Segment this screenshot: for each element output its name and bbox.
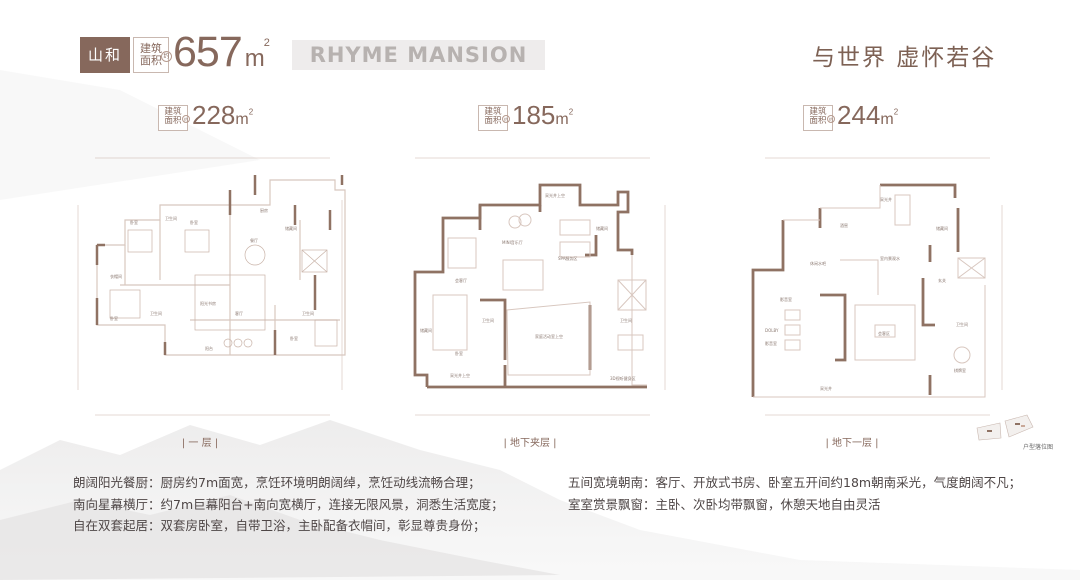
brand-badge: 山和 xyxy=(80,37,130,73)
room-label: 储藏间 xyxy=(420,327,432,333)
room-label: 储藏间 xyxy=(936,225,948,231)
room-label: 卧室 xyxy=(190,219,198,225)
floor-area-value: 244 xyxy=(837,100,881,130)
slogan: 与世界 虚怀若谷 xyxy=(812,45,997,71)
room-label: 采光井上空 xyxy=(545,192,565,198)
location-map-label: 户型落位图 xyxy=(1023,444,1054,451)
room-label: SPA服务区 xyxy=(558,255,577,261)
area-label-line1: 建筑 xyxy=(809,107,827,117)
approx-badge: 约 xyxy=(502,115,510,123)
total-area-unit: m xyxy=(244,45,265,72)
description-right-2: 室室赏景飘窗：主卧、次卧均带飘窗，休憩天地自由灵活 xyxy=(568,497,881,512)
room-label: 休闲水吧 xyxy=(810,260,826,266)
room-label: 储藏间 xyxy=(285,225,297,231)
floor-label-basement-1: | 地下一层 | xyxy=(825,438,879,449)
area-label-line2: 面积 xyxy=(809,116,827,127)
area-label-line1: 建筑 xyxy=(484,107,502,117)
room-label: 卧室 xyxy=(455,350,463,356)
floor-plan-basement-mezzanine: 采光井上空 MINI音乐厅 SPA服务区 储藏间 会客厅 卫生间 卧室 储藏间 … xyxy=(413,157,666,416)
area-label-line2: 面积 xyxy=(140,54,162,68)
room-label: 棋牌室 xyxy=(954,367,966,373)
room-label: 3D视听健身区 xyxy=(610,375,636,381)
room-label: 卫生间 xyxy=(482,317,494,323)
room-labels: 卧室 卫生间 卧室 厨房 餐厅 衣帽间 储藏间 卧室 卫生间 阳光书房 客厅 阳… xyxy=(110,207,314,351)
floor-label-mezzanine: | 地下夹层 | xyxy=(503,438,557,449)
room-label: 厨房 xyxy=(260,207,268,213)
floor-label-ground: | 一 层 | xyxy=(181,438,219,449)
room-label: 家庭活动室上空 xyxy=(535,333,563,339)
description-left-3: 自在双套起居：双套房卧室，自带卫浴，主卧配备衣帽间，彰显尊贵身份； xyxy=(73,518,486,533)
floor-plan-ground-floor: 卧室 卫生间 卧室 厨房 餐厅 衣帽间 储藏间 卧室 卫生间 阳光书房 客厅 阳… xyxy=(77,157,346,416)
room-label: 储藏间 xyxy=(596,225,608,231)
room-label: 采光井上空 xyxy=(450,372,470,378)
room-label: 采光井 xyxy=(820,385,832,391)
area-label-line1: 建筑 xyxy=(140,42,162,55)
room-label: 影音室 xyxy=(780,296,792,302)
room-label: 卫生间 xyxy=(956,321,968,327)
area-label-line2: 面积 xyxy=(484,116,502,127)
room-label: 卫生间 xyxy=(165,215,177,221)
description-right-1: 五间宽境朝南：客厅、开放式书房、卧室五开间约18m朝南采光，气度朗阔不凡； xyxy=(568,475,1022,490)
approx-badge: 约 xyxy=(182,115,190,123)
room-label: 餐厅 xyxy=(250,237,258,243)
room-label: 卧室 xyxy=(290,335,298,341)
description-left-1: 朗阔阳光餐厨：厨房约7m面宽，烹饪环境明朗阔绰，烹饪动线流畅合理； xyxy=(73,475,481,490)
approx-badge: 约 xyxy=(161,51,172,62)
floor-area-text: 228m2 xyxy=(192,100,253,131)
room-label: 会客厅 xyxy=(455,277,467,283)
room-label: 阳台 xyxy=(205,345,213,351)
floor-area-unit: m xyxy=(880,111,894,128)
room-label: 卧室 xyxy=(130,219,138,225)
room-label: 衣帽间 xyxy=(110,273,122,279)
floor-area-value: 228 xyxy=(192,100,236,130)
area-label-line1: 建筑 xyxy=(164,107,182,117)
room-label: 卫生间 xyxy=(150,310,162,316)
room-label: 酒窖 xyxy=(840,222,848,228)
room-label: DOLBY xyxy=(765,328,779,333)
floor-area-text: 244m2 xyxy=(837,100,898,131)
english-title: RHYME MANSION xyxy=(292,40,545,70)
floor-plan-basement-1: 采光井 酒窖 储藏间 室内景观水 休闲水吧 玄关 影音室 DOLBY 影音室 会… xyxy=(751,157,1003,416)
room-label: 会客区 xyxy=(878,330,890,336)
floor-area-unit-sup: 2 xyxy=(248,107,254,117)
room-labels: 采光井上空 MINI音乐厅 SPA服务区 储藏间 会客厅 卫生间 卧室 储藏间 … xyxy=(420,192,636,381)
total-area-unit-sup: 2 xyxy=(263,37,270,49)
floor-area-unit-sup: 2 xyxy=(568,107,574,117)
room-label: 采光井 xyxy=(880,196,892,202)
room-labels: 采光井 酒窖 储藏间 室内景观水 休闲水吧 玄关 影音室 DOLBY 影音室 会… xyxy=(765,196,968,391)
approx-badge: 约 xyxy=(827,115,835,123)
floor-area-unit-sup: 2 xyxy=(893,107,899,117)
room-label: 影音室 xyxy=(765,340,777,346)
description-left-2: 南向星幕横厅：约7m巨幕阳台+南向宽横厅，连接无限风景，洞悉生活宽度； xyxy=(73,497,504,512)
room-label: MINI音乐厅 xyxy=(502,239,523,245)
total-area-value: 657 xyxy=(173,28,243,76)
location-map-icon xyxy=(976,414,1034,441)
room-label: 玄关 xyxy=(938,277,946,283)
room-label: 卧室 xyxy=(110,315,118,321)
room-label: 卫生间 xyxy=(302,310,314,316)
room-label: 阳光书房 xyxy=(200,300,216,306)
room-label: 客厅 xyxy=(235,310,243,316)
room-label: 卫生间 xyxy=(620,317,632,323)
area-label-line2: 面积 xyxy=(164,116,182,127)
floor-area-unit: m xyxy=(235,111,249,128)
room-label: 室内景观水 xyxy=(880,255,900,261)
floor-area-text: 185m2 xyxy=(512,100,573,131)
floor-area-unit: m xyxy=(555,111,569,128)
floor-area-value: 185 xyxy=(512,100,556,130)
